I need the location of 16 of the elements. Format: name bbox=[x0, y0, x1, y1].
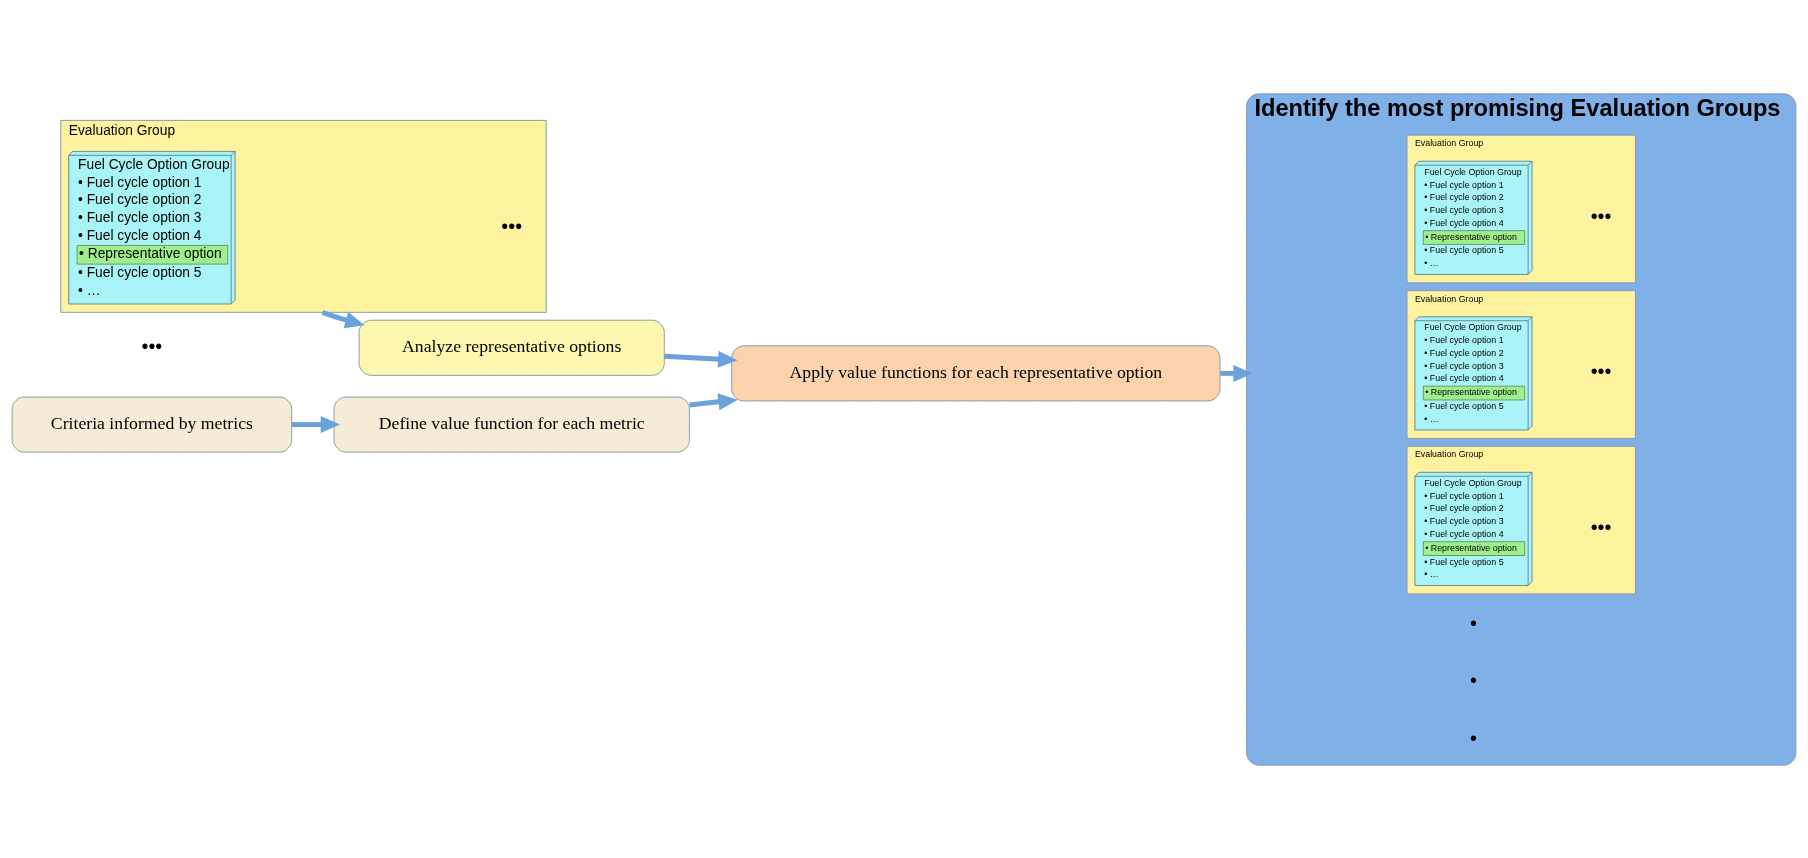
label: ••• bbox=[501, 214, 523, 237]
node-box: Define value function for each metric bbox=[333, 396, 690, 453]
label: ••• bbox=[141, 334, 163, 357]
label: • bbox=[1470, 726, 1477, 749]
label: • bbox=[1470, 611, 1477, 634]
arrow bbox=[321, 309, 365, 328]
label: • bbox=[1470, 668, 1477, 691]
node-box: Criteria informed by metrics bbox=[11, 396, 293, 453]
arrow bbox=[664, 350, 738, 368]
arrow bbox=[291, 415, 341, 433]
arrow bbox=[689, 392, 738, 410]
label: ••• bbox=[1590, 204, 1612, 227]
node-box: Apply value functions for each representative option bbox=[731, 344, 1221, 401]
label: ••• bbox=[1590, 359, 1612, 382]
label: ••• bbox=[1590, 515, 1612, 538]
node-box: Analyze representative options bbox=[358, 319, 665, 376]
